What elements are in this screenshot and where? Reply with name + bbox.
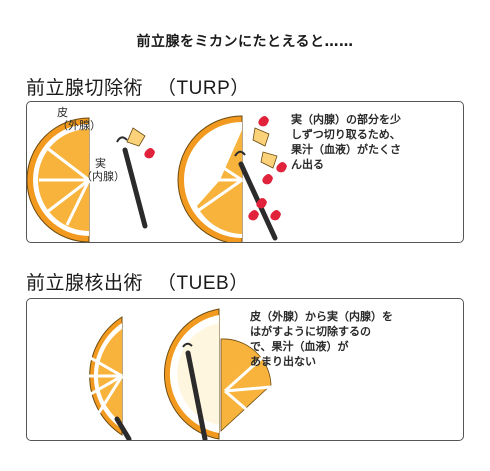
turp-panel: 皮 （外腺） 実 （内腺） 実（内腺）の部分を少 しずつ切り取るため、 果汁（血… (26, 101, 464, 243)
turp-description: 実（内腺）の部分を少 しずつ切り取るため、 果汁（血液）がたくさ ん出る (291, 112, 401, 172)
turp-diagram (27, 115, 287, 242)
turp-label-flesh-2: （内腺） (81, 170, 125, 183)
tueb-desc-line: で、果汁（血液）が (250, 340, 349, 353)
turp-blood-drop (144, 148, 155, 159)
tueb-panel: 皮（外腺）から実（内腺）を はがすように切除するの で、果汁（血液）が あまり出… (26, 298, 464, 441)
turp-desc-line: 果汁（血液）がたくさ (291, 143, 401, 156)
turp-blood-drop (258, 116, 269, 127)
tueb-diagram (67, 308, 272, 440)
turp-instrument-a (116, 136, 148, 229)
tueb-desc-line: 皮（外腺）から実（内腺）を (250, 310, 393, 323)
tueb-instrument-b (182, 342, 208, 440)
turp-cut-chunk-b1 (252, 127, 270, 147)
turp-cut-chunk-b2 (260, 151, 278, 169)
tueb-abbr: （TUEB） (157, 273, 249, 294)
turp-orange-half-right (177, 115, 243, 242)
tueb-title: 前立腺核出術 (26, 272, 144, 294)
turp-orange-b-flesh (197, 130, 242, 234)
turp-label-skin-2: （外腺） (57, 119, 101, 132)
turp-section-title: 前立腺切除術 （TURP） (26, 73, 250, 100)
turp-orange-half-left (27, 117, 91, 242)
turp-label-skin-1: 皮 (57, 106, 68, 119)
turp-orange-a-segments (39, 146, 91, 226)
turp-blood-drop (276, 162, 287, 173)
tueb-description: 皮（外腺）から実（内腺）を はがすように切除するの で、果汁（血液）が あまり出… (250, 309, 393, 369)
tueb-orange-half-right (163, 308, 220, 440)
tueb-instrument-a (114, 416, 132, 440)
tueb-desc-line: あまり出ない (250, 355, 316, 368)
turp-label-flesh: 実 （内腺） (81, 157, 125, 183)
tueb-section-title: 前立腺核出術 （TUEB） (26, 268, 249, 295)
turp-abbr: （TURP） (157, 78, 250, 99)
turp-blood-drop (270, 210, 281, 221)
turp-label-skin: 皮 （外腺） (57, 106, 101, 132)
turp-title: 前立腺切除術 (26, 77, 144, 99)
turp-desc-line: しずつ切り取るため、 (291, 128, 401, 141)
turp-desc-line: 実（内腺）の部分を少 (291, 113, 401, 126)
tueb-desc-line: はがすように切除するの (250, 325, 371, 338)
tueb-orange-half-left (67, 316, 124, 436)
turp-label-flesh-1: 実 (95, 157, 106, 170)
turp-blood-drop (248, 210, 259, 221)
turp-blood-drop (256, 198, 267, 209)
tueb-separated-flesh (220, 338, 272, 432)
turp-cut-chunk-a (126, 127, 146, 147)
turp-blood-drop (262, 174, 273, 185)
tueb-orange-b-shell-inner (177, 323, 219, 425)
top-caption: 前立腺をミカンにたとえると…… (136, 34, 354, 50)
turp-desc-line: ん出る (291, 158, 324, 171)
